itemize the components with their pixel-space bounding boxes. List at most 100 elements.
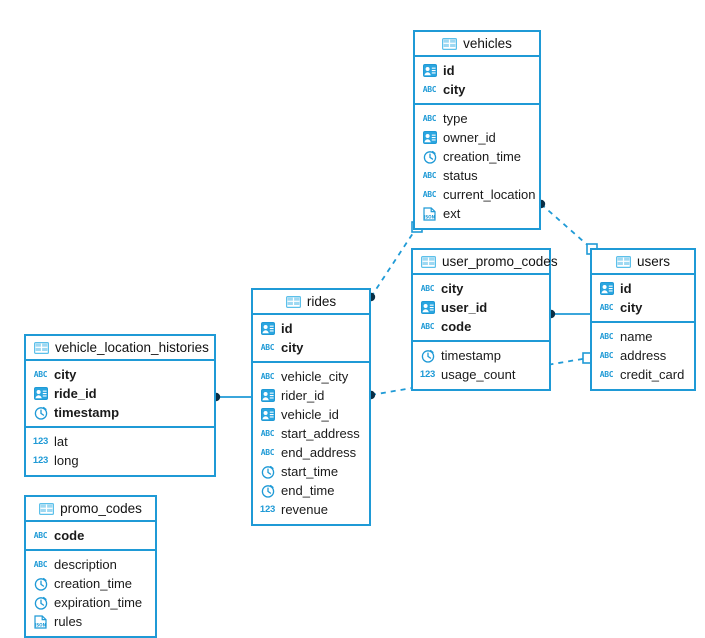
column-row-user_promo_codes-timestamp[interactable]: timestamp xyxy=(413,346,549,365)
abc-text-icon: ABC xyxy=(260,372,275,381)
primary-key-row-user_promo_codes-user_id[interactable]: user_id xyxy=(413,298,549,317)
primary-key-row-users-id[interactable]: id xyxy=(592,279,694,298)
clock-icon xyxy=(420,348,435,363)
clock-icon xyxy=(422,149,437,164)
abc-text-icon: ABC xyxy=(599,351,614,360)
id-badge-icon xyxy=(33,386,48,401)
number-123-icon: 123 xyxy=(419,369,436,380)
table-header-users[interactable]: users xyxy=(592,250,694,275)
field-name: city xyxy=(54,367,77,382)
field-name: city xyxy=(441,281,464,296)
table-grid-icon xyxy=(615,254,631,269)
field-name: user_id xyxy=(441,300,488,315)
abc-text-icon: ABC xyxy=(599,332,614,341)
field-name: status xyxy=(443,168,478,183)
field-name: name xyxy=(620,329,653,344)
field-name: usage_count xyxy=(441,367,516,382)
column-row-promo_codes-description[interactable]: ABC description xyxy=(26,555,155,574)
columns-section-promo_codes: ABC description creation_time expiration_ti… xyxy=(26,551,155,636)
abc-text-icon: ABC xyxy=(33,560,48,569)
table-header-promo_codes[interactable]: promo_codes xyxy=(26,497,155,522)
column-row-rides-start_time[interactable]: start_time xyxy=(253,462,369,481)
primary-key-row-rides-id[interactable]: id xyxy=(253,319,369,338)
abc-text-icon: ABC xyxy=(260,343,275,352)
id-badge-icon xyxy=(260,388,275,403)
abc-text-icon: ABC xyxy=(260,448,275,457)
id-badge-icon xyxy=(260,407,275,422)
column-row-users-name[interactable]: ABC name xyxy=(592,327,694,346)
abc-text-icon: ABC xyxy=(420,284,435,293)
field-name: expiration_time xyxy=(54,595,143,610)
table-header-rides[interactable]: rides xyxy=(253,290,369,315)
number-123-icon: 123 xyxy=(32,455,49,466)
table-name: vehicles xyxy=(463,36,512,51)
json-document-icon: JSON xyxy=(422,206,437,221)
field-name: city xyxy=(620,300,643,315)
abc-text-icon: ABC xyxy=(260,429,275,438)
table-header-vehicle_location_histories[interactable]: vehicle_location_histories xyxy=(26,336,214,361)
column-row-users-address[interactable]: ABC address xyxy=(592,346,694,365)
svg-text:JSON: JSON xyxy=(34,622,47,627)
field-name: type xyxy=(443,111,468,126)
table-header-vehicles[interactable]: vehicles xyxy=(415,32,539,57)
primary-key-row-vehicle_location_histories-ride_id[interactable]: ride_id xyxy=(26,384,214,403)
primary-key-row-vehicles-id[interactable]: id xyxy=(415,61,539,80)
field-name: id xyxy=(281,321,293,336)
primary-key-row-user_promo_codes-city[interactable]: ABC city xyxy=(413,279,549,298)
column-row-rides-rider_id[interactable]: rider_id xyxy=(253,386,369,405)
field-name: description xyxy=(54,557,117,572)
field-name: city xyxy=(443,82,466,97)
field-name: timestamp xyxy=(54,405,120,420)
table-grid-icon xyxy=(34,340,49,355)
column-row-vehicles-creation_time[interactable]: creation_time xyxy=(415,147,539,166)
field-name: creation_time xyxy=(443,149,522,164)
column-row-rides-end_time[interactable]: end_time xyxy=(253,481,369,500)
id-badge-icon xyxy=(422,130,437,145)
column-row-vehicles-owner_id[interactable]: owner_id xyxy=(415,128,539,147)
table-header-user_promo_codes[interactable]: user_promo_codes xyxy=(413,250,558,275)
table-name: user_promo_codes xyxy=(442,254,558,269)
column-row-rides-vehicle_id[interactable]: vehicle_id xyxy=(253,405,369,424)
json-document-icon: JSON xyxy=(33,614,48,629)
table-grid-icon xyxy=(442,36,458,51)
column-row-promo_codes-creation_time[interactable]: creation_time xyxy=(26,574,155,593)
abc-text-icon: ABC xyxy=(422,85,437,94)
field-name: rider_id xyxy=(281,388,325,403)
primary-key-row-vehicles-city[interactable]: ABC city xyxy=(415,80,539,99)
column-row-user_promo_codes-usage_count[interactable]: 123 usage_count xyxy=(413,365,549,384)
primary-key-row-vehicle_location_histories-timestamp[interactable]: timestamp xyxy=(26,403,214,422)
field-name: address xyxy=(620,348,667,363)
column-row-promo_codes-expiration_time[interactable]: expiration_time xyxy=(26,593,155,612)
field-name: start_time xyxy=(281,464,339,479)
field-name: end_time xyxy=(281,483,335,498)
field-name: credit_card xyxy=(620,367,685,382)
